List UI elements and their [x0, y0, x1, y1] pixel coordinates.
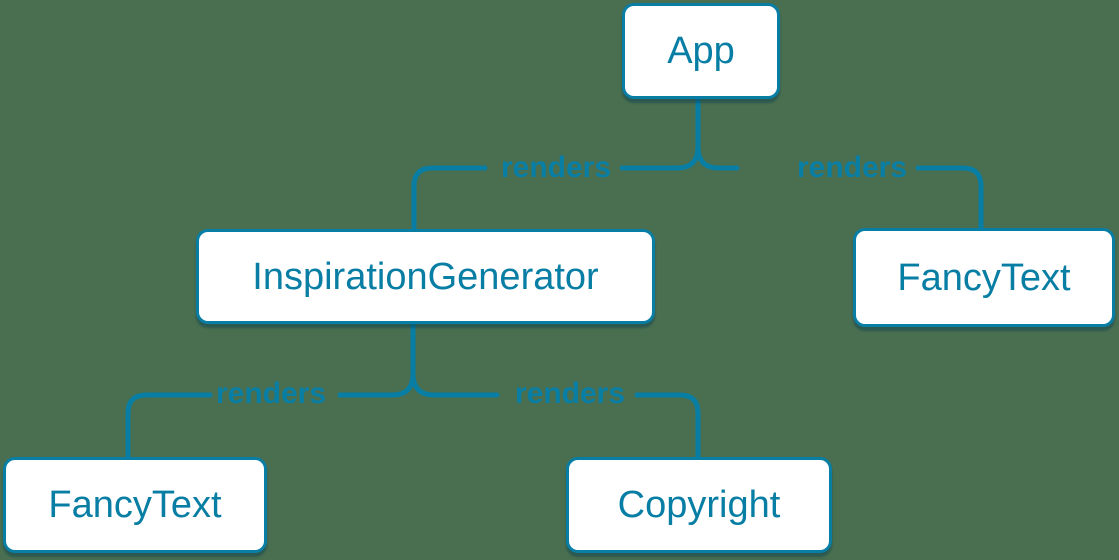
node-app-label: App: [667, 30, 735, 72]
node-fancy-text-top-label: FancyText: [897, 256, 1071, 299]
node-inspiration-generator: InspirationGenerator: [196, 229, 655, 324]
node-inspiration-generator-label: InspirationGenerator: [252, 255, 599, 298]
node-copyright: Copyright: [566, 457, 832, 553]
edge-inspiration-generator-to-copyright-end: [634, 392, 701, 460]
edge-inspiration-generator-to-fancy-text-end: [125, 392, 213, 460]
edge-label-renders-inspiration-generator-copyright: renders: [514, 377, 626, 410]
edge-label-renders-app-inspiration-generator: renders: [500, 151, 612, 184]
edge-app-to-fancy-text-end: [915, 165, 984, 231]
node-fancy-text-top: FancyText: [853, 228, 1115, 327]
edge-app-to-inspiration-generator-start: [619, 96, 701, 171]
node-fancy-text-bottom: FancyText: [3, 457, 267, 553]
edge-app-to-fancy-text-start: [695, 144, 740, 171]
node-copyright-label: Copyright: [617, 484, 781, 526]
edge-inspiration-generator-to-copyright-start: [410, 371, 500, 398]
edge-label-renders-inspiration-generator-fancy-text: renders: [215, 377, 327, 410]
node-fancy-text-bottom-label: FancyText: [48, 484, 222, 526]
edge-label-renders-app-fancy-text: renders: [796, 151, 908, 184]
edge-app-to-inspiration-generator-end: [411, 165, 488, 232]
node-app: App: [622, 3, 780, 99]
edge-inspiration-generator-to-fancy-text-start: [337, 321, 416, 398]
